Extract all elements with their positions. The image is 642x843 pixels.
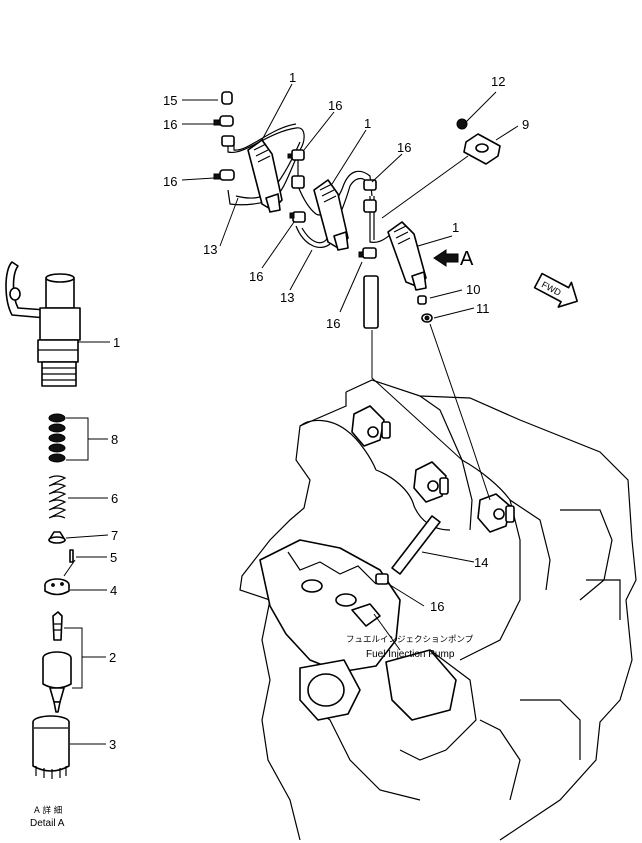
callout-16-f: 16 bbox=[326, 316, 340, 331]
shim-stack bbox=[48, 413, 66, 463]
callout-16-a: 16 bbox=[163, 117, 177, 132]
nozzle-assembly bbox=[42, 611, 72, 713]
detail-a-leaders bbox=[64, 341, 110, 745]
callout-15: 15 bbox=[163, 93, 177, 108]
callout-1-right: 1 bbox=[452, 220, 459, 235]
injector-nozzle-3 bbox=[387, 221, 427, 291]
callout-4: 4 bbox=[110, 583, 117, 598]
pump-caption-jp: フュエルインジェクションポンプ bbox=[346, 635, 474, 645]
callout-9: 9 bbox=[522, 117, 529, 132]
detail-caption: A 詳 細 Detail A bbox=[30, 805, 65, 829]
callout-5: 5 bbox=[110, 550, 117, 565]
callout-14: 14 bbox=[474, 555, 488, 570]
callout-16-c: 16 bbox=[328, 98, 342, 113]
injector-nozzle-2 bbox=[313, 179, 349, 251]
callout-13-left: 13 bbox=[203, 242, 217, 257]
detail-caption-jp: A 詳 細 bbox=[34, 805, 62, 816]
upper-leaders bbox=[181, 83, 519, 319]
callout-16-b: 16 bbox=[163, 174, 177, 189]
callout-1-top-middle: 1 bbox=[364, 116, 371, 131]
engine-leaders bbox=[371, 323, 491, 651]
callout-7: 7 bbox=[111, 528, 118, 543]
pump-clamp bbox=[375, 573, 389, 585]
callout-1-top-left: 1 bbox=[289, 70, 296, 85]
callout-11: 11 bbox=[476, 301, 490, 316]
fwd-indicator: FWD bbox=[533, 272, 578, 308]
callout-16-e: 16 bbox=[249, 269, 263, 284]
callout-10: 10 bbox=[466, 282, 480, 297]
view-arrow-label: A bbox=[460, 248, 474, 270]
fuel-injection-pump bbox=[259, 539, 457, 721]
tube-fittings bbox=[213, 91, 377, 259]
spacer-plate bbox=[44, 559, 76, 596]
callout-13-middle: 13 bbox=[280, 290, 294, 305]
callout-3: 3 bbox=[109, 737, 116, 752]
callout-12: 12 bbox=[491, 74, 505, 89]
callout-16-g: 16 bbox=[430, 599, 444, 614]
callout-8: 8 bbox=[111, 432, 118, 447]
callout-1-detail: 1 bbox=[113, 335, 120, 350]
callout-2: 2 bbox=[109, 650, 116, 665]
spring bbox=[48, 475, 67, 519]
detail-caption-en: Detail A bbox=[30, 818, 65, 829]
pump-caption-en: Fuel Injection Pump bbox=[366, 649, 455, 660]
injector-nozzle-1 bbox=[247, 139, 283, 213]
engine-block bbox=[239, 379, 637, 841]
detail-a-nozzle-holder bbox=[5, 261, 81, 387]
injection-tube-right bbox=[363, 196, 395, 329]
retaining-nut bbox=[32, 715, 70, 779]
view-arrow-a: A bbox=[433, 248, 474, 270]
spring-seat bbox=[48, 531, 66, 544]
return-pipe bbox=[391, 515, 441, 575]
callout-labels: 1 1 1 1 2 3 4 5 6 7 8 9 10 11 12 13 13 1… bbox=[109, 70, 529, 752]
callout-16-d: 16 bbox=[397, 140, 411, 155]
pump-caption: フュエルインジェクションポンプ Fuel Injection Pump bbox=[346, 635, 474, 660]
pin bbox=[69, 549, 74, 563]
bracket-and-seal bbox=[381, 118, 501, 323]
callout-6: 6 bbox=[111, 491, 118, 506]
